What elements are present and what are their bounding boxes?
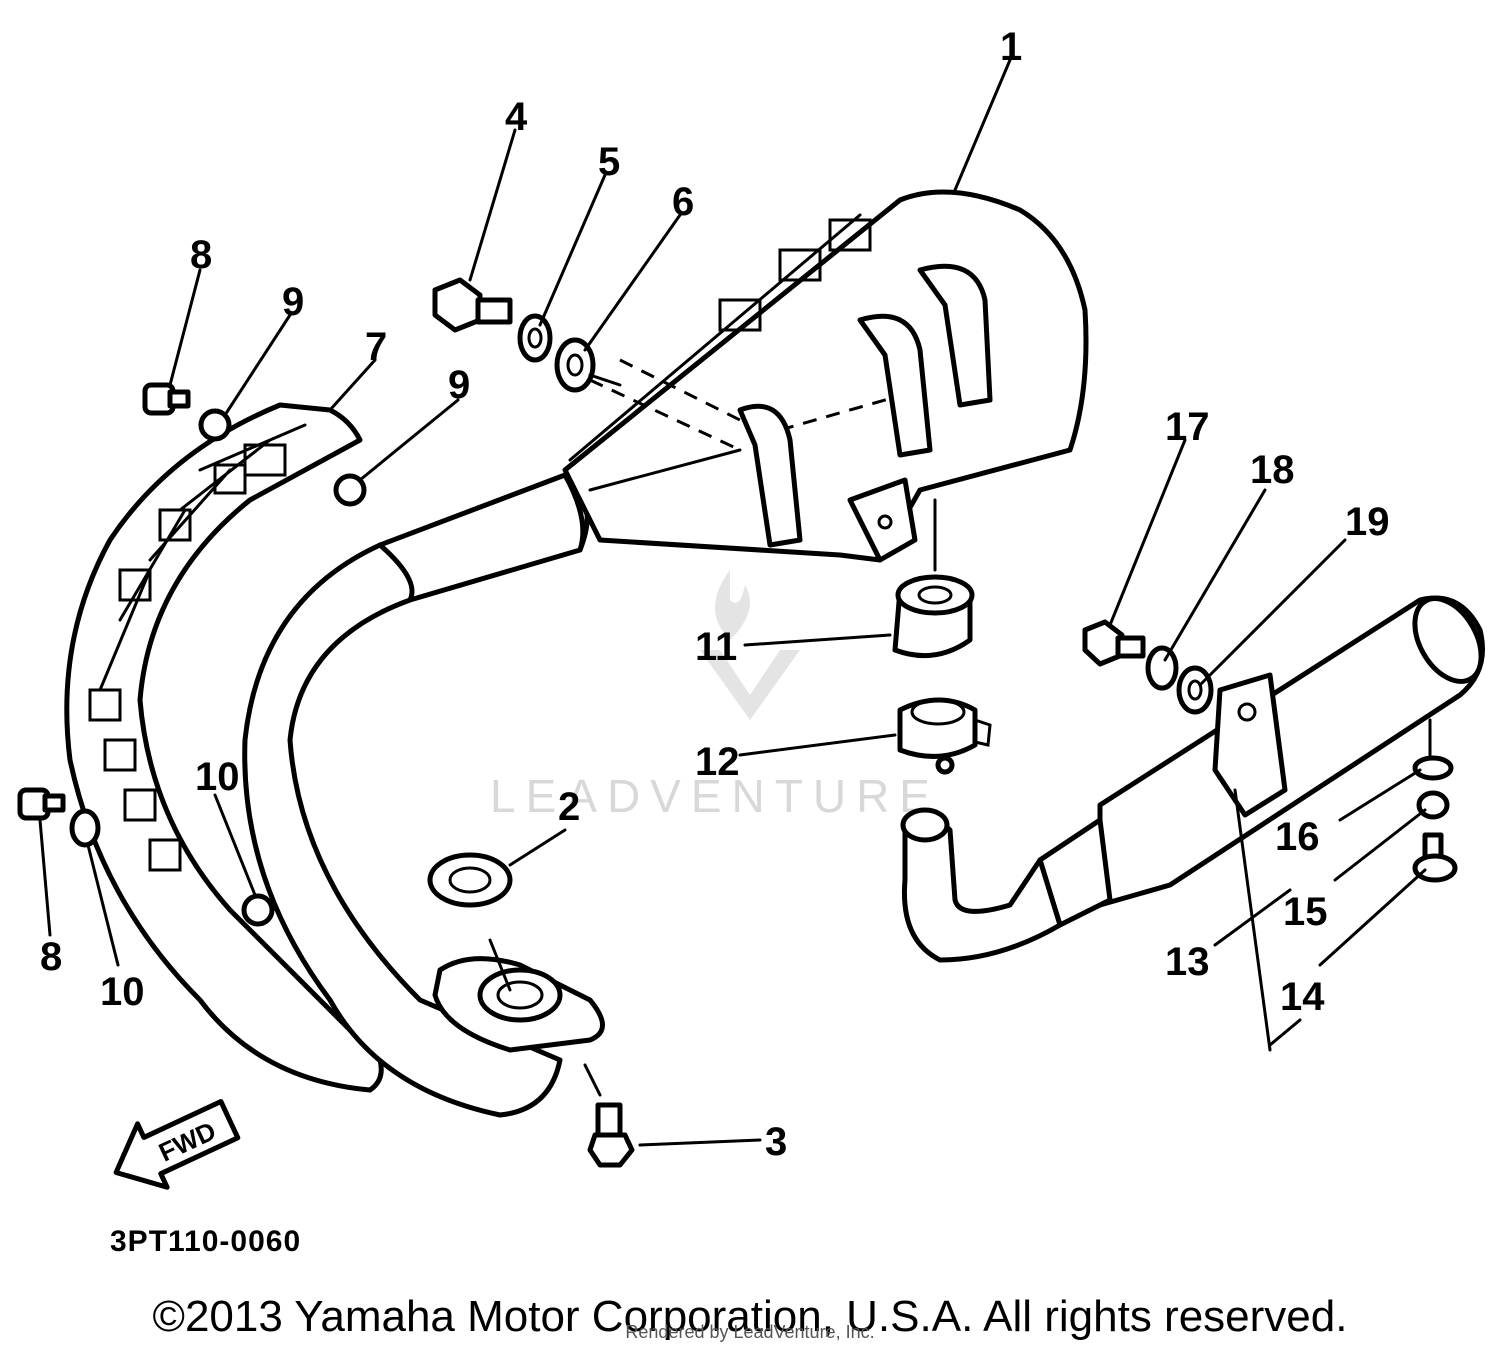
- callout-4: 4: [505, 95, 528, 139]
- callout-18: 18: [1250, 448, 1295, 492]
- pipe-flange: [427, 852, 605, 1053]
- callout-13: 13: [1165, 940, 1210, 984]
- callout-16: 16: [1275, 815, 1320, 859]
- callout-8-left: 8: [40, 935, 62, 979]
- silencer: [900, 595, 1485, 963]
- watermark-text: LEADVENTURE: [490, 770, 940, 822]
- callout-12: 12: [695, 740, 740, 784]
- callout-5: 5: [598, 140, 620, 184]
- callout-1: 1: [1000, 25, 1022, 69]
- callout-9-top: 9: [282, 280, 304, 324]
- grommet-and-clamp: [892, 574, 992, 775]
- heat-shield: [64, 402, 384, 1093]
- callout-9: 9: [448, 363, 470, 407]
- copyright-notice: ©2013 Yamaha Motor Corporation, U.S.A. A…: [152, 1292, 1348, 1341]
- callout-19: 19: [1345, 500, 1390, 544]
- callout-10: 10: [195, 755, 240, 799]
- watermark: LEADVENTURE: [490, 570, 940, 822]
- fwd-arrow: FWD: [113, 1099, 241, 1190]
- main-muffler: [562, 189, 1089, 563]
- callout-11: 11: [695, 625, 737, 669]
- callout-7: 7: [365, 325, 387, 369]
- callout-10-left: 10: [100, 970, 145, 1014]
- callout-15: 15: [1283, 890, 1328, 934]
- callout-2: 2: [558, 785, 580, 829]
- callout-8-top: 8: [190, 233, 212, 277]
- callout-17: 17: [1165, 405, 1210, 449]
- leader-lines: [38, 58, 1432, 1147]
- fasteners: [17, 277, 1458, 1168]
- callout-numbers: 1 2 3 4 5 6 7 8 9 9 10 8 10 11 12 13 14 …: [40, 25, 1390, 1164]
- callout-3: 3: [765, 1120, 787, 1164]
- callout-14: 14: [1280, 975, 1325, 1019]
- diagram-code: 3PT110-0060: [110, 1225, 302, 1258]
- rendered-by-credit: Rendered by LeadVenture, Inc.: [625, 1322, 875, 1342]
- callout-6: 6: [672, 180, 694, 224]
